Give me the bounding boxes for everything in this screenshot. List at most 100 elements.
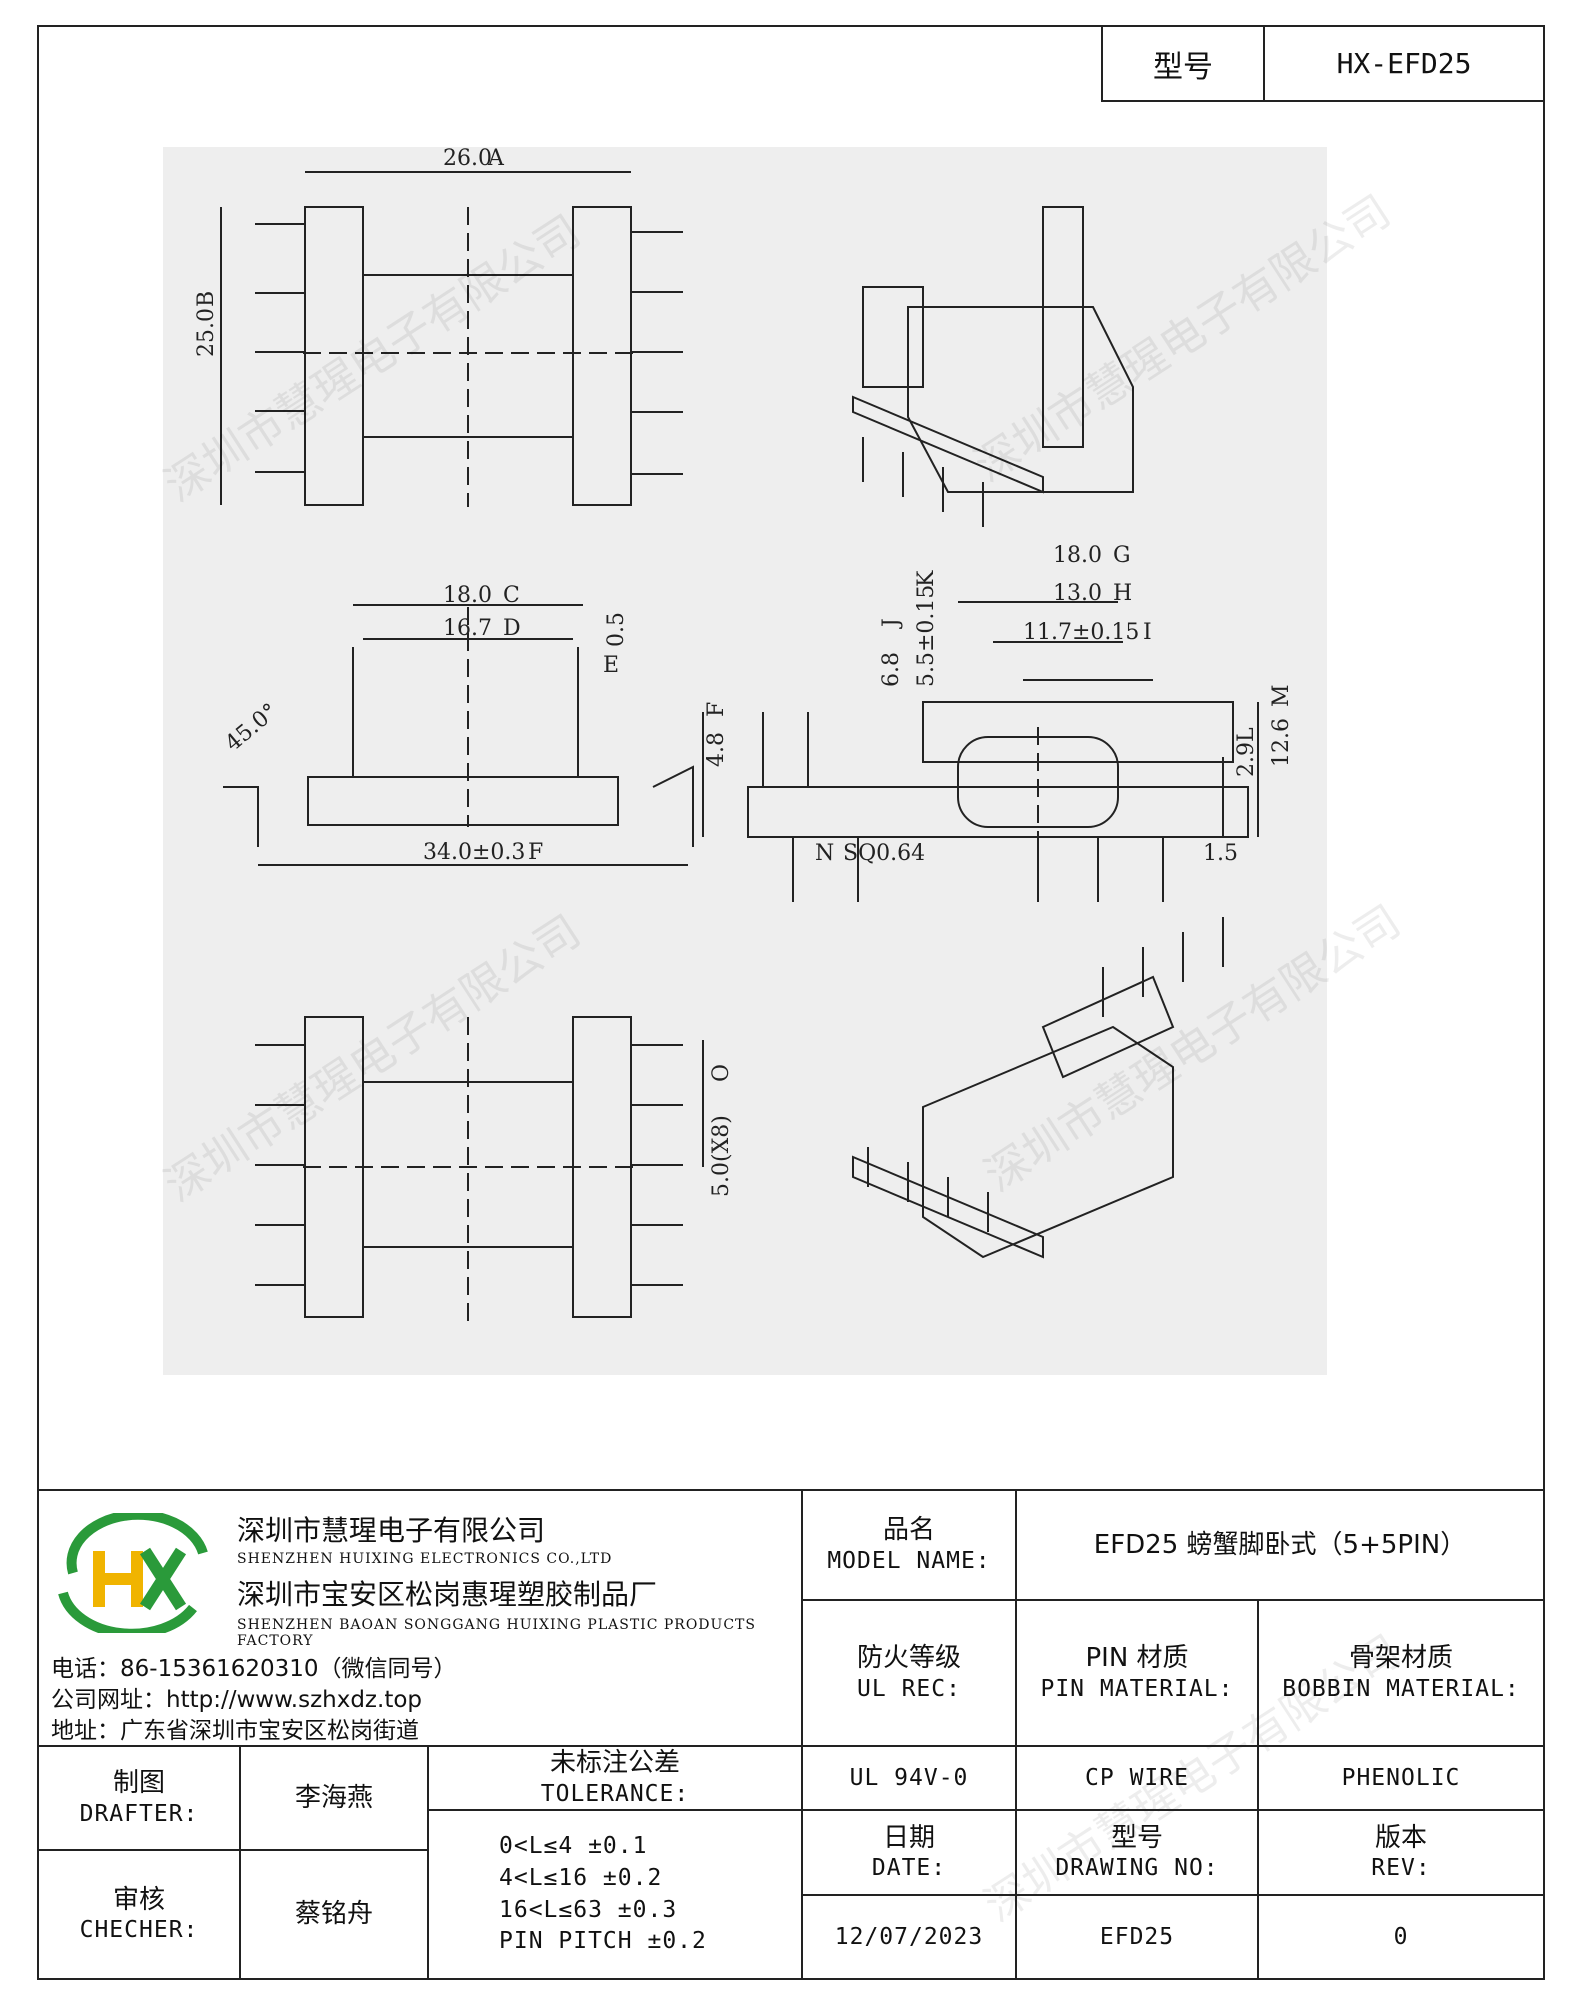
model-name-label-cn: 品名 xyxy=(882,1515,935,1546)
company-logo xyxy=(58,1513,208,1633)
marker-p: F xyxy=(528,840,543,865)
checker-name-text: 蔡铭舟 xyxy=(294,1899,373,1930)
pin-material-label: PIN 材质 PIN MATERIAL: xyxy=(1015,1599,1259,1747)
top-view xyxy=(220,171,683,507)
bobbin-material-label-en: BOBBIN MATERIAL: xyxy=(1282,1675,1520,1702)
marker-j: J xyxy=(879,618,904,629)
marker-e: E xyxy=(603,653,619,678)
side-view xyxy=(223,604,704,866)
pin-material-value: CP WIRE xyxy=(1015,1745,1259,1811)
drafter-name: 李海燕 xyxy=(239,1745,429,1851)
address-text: 地址：广东省深圳市宝安区松岗街道 xyxy=(51,1718,419,1744)
dim-d: 16.7 xyxy=(443,616,492,641)
model-label: 型号 xyxy=(1103,27,1265,100)
marker-f: F xyxy=(704,702,729,717)
tolerance-label-en: TOLERANCE: xyxy=(540,1780,690,1807)
rev-value: 0 xyxy=(1257,1894,1545,1980)
isometric-view-top xyxy=(852,206,1134,527)
dim-j: 6.8 xyxy=(879,652,904,687)
marker-l: L xyxy=(1234,727,1259,742)
dim-p: 34.0±0.3 xyxy=(423,840,525,865)
bobbin-material-label: 骨架材质 BOBBIN MATERIAL: xyxy=(1257,1599,1545,1747)
marker-g: G xyxy=(1113,543,1131,568)
dim-f: 4.8 xyxy=(704,732,729,767)
dim-h: 13.0 xyxy=(1053,581,1102,606)
pin-material-value-text: CP WIRE xyxy=(1085,1764,1189,1791)
rev-label: 版本 REV: xyxy=(1257,1809,1545,1896)
company-info: 深圳市慧瑆电子有限公司 SHENZHEN HUIXING ELECTRONICS… xyxy=(37,1489,803,1747)
drafter-label: 制图 DRAFTER: xyxy=(37,1745,241,1851)
marker-d: D xyxy=(503,616,521,641)
technical-drawing: 26.0 A 25.0 B 18.0 C 16.7 D 0.5 E 4.8 F … xyxy=(163,147,1327,1375)
date-label: 日期 DATE: xyxy=(801,1809,1017,1896)
marker-b: B xyxy=(194,291,219,307)
dim-pin-width: 1.5 xyxy=(1203,841,1238,866)
ul-value: UL 94V-0 xyxy=(801,1745,1017,1811)
factory-name: 深圳市宝安区松岗惠瑆塑胶制品厂 xyxy=(237,1578,658,1611)
checker-label: 审核 CHECHER: xyxy=(37,1849,241,1980)
drawing-no-value: EFD25 xyxy=(1015,1894,1259,1980)
rev-label-en: REV: xyxy=(1371,1855,1431,1882)
tolerance-label: 未标注公差 TOLERANCE: xyxy=(427,1745,803,1811)
pin-material-label-cn: PIN 材质 xyxy=(1085,1643,1189,1674)
ul-value-text: UL 94V-0 xyxy=(849,1764,969,1791)
website-text: 公司网址：http://www.szhxdz.top xyxy=(51,1687,423,1713)
checker-label-en: CHECHER: xyxy=(79,1917,199,1944)
tolerance-line: PIN PITCH ±0.2 xyxy=(499,1928,707,1955)
drafter-label-cn: 制图 xyxy=(112,1768,165,1799)
checker-label-cn: 审核 xyxy=(112,1884,165,1915)
dim-sq: SQ0.64 xyxy=(843,841,925,866)
model-name-value: EFD25 螃蟹脚卧式（5+5PIN） xyxy=(1015,1489,1545,1601)
marker-c: C xyxy=(503,583,520,608)
company-name: 深圳市慧瑆电子有限公司 xyxy=(237,1514,546,1547)
title-block: 深圳市慧瑆电子有限公司 SHENZHEN HUIXING ELECTRONICS… xyxy=(37,1489,1545,1980)
pin-material-label-en: PIN MATERIAL: xyxy=(1040,1675,1234,1702)
model-name-label-en: MODEL NAME: xyxy=(827,1547,991,1574)
dim-a: 26.0 xyxy=(443,147,492,171)
bottom-view xyxy=(255,1016,704,1322)
drawing-svg: 26.0 A 25.0 B 18.0 C 16.7 D 0.5 E 4.8 F … xyxy=(194,147,1294,1322)
ul-label-cn: 防火等级 xyxy=(856,1643,961,1674)
dim-l: 2.9 xyxy=(1234,742,1259,777)
dim-g: 18.0 xyxy=(1053,543,1102,568)
bobbin-material-value-text: PHENOLIC xyxy=(1341,1764,1461,1791)
ul-label-en: UL REC: xyxy=(857,1675,961,1702)
tolerance-label-cn: 未标注公差 xyxy=(549,1748,680,1779)
marker-n: N xyxy=(815,841,834,866)
rev-label-cn: 版本 xyxy=(1374,1822,1427,1853)
tolerance-line: 4<L≤16 ±0.2 xyxy=(499,1864,663,1891)
dim-m: 12.6 xyxy=(1269,718,1294,767)
marker-a: A xyxy=(487,147,505,171)
front-view xyxy=(747,601,1259,902)
model-value: HX-EFD25 xyxy=(1336,47,1472,80)
tolerance-line: 16<L≤63 ±0.3 xyxy=(499,1896,678,1923)
date-value-text: 12/07/2023 xyxy=(834,1923,984,1950)
bobbin-material-value: PHENOLIC xyxy=(1257,1745,1545,1811)
dim-c: 18.0 xyxy=(443,583,492,608)
bobbin-material-label-cn: 骨架材质 xyxy=(1348,1643,1453,1674)
drawing-no-label: 型号 DRAWING NO: xyxy=(1015,1809,1259,1896)
dim-k: 5.5±0.15 xyxy=(914,585,939,687)
tolerance-values: 0<L≤4 ±0.1 4<L≤16 ±0.2 16<L≤63 ±0.3 PIN … xyxy=(427,1809,803,1980)
rev-value-text: 0 xyxy=(1393,1923,1409,1950)
drafter-label-en: DRAFTER: xyxy=(79,1800,199,1827)
date-label-en: DATE: xyxy=(871,1855,947,1882)
marker-m: M xyxy=(1269,684,1294,707)
model-name-value-text: EFD25 螃蟹脚卧式（5+5PIN） xyxy=(1093,1529,1467,1560)
tolerance-line: 0<L≤4 ±0.1 xyxy=(499,1833,648,1860)
dim-angle: 45.0° xyxy=(221,699,283,757)
ul-label: 防火等级 UL REC: xyxy=(801,1599,1017,1747)
checker-name: 蔡铭舟 xyxy=(239,1849,429,1980)
dim-e: 0.5 xyxy=(604,612,629,647)
isometric-view-bottom xyxy=(852,917,1224,1259)
model-name-label: 品名 MODEL NAME: xyxy=(801,1489,1017,1601)
model-box: 型号 HX-EFD25 xyxy=(1101,25,1545,102)
date-value: 12/07/2023 xyxy=(801,1894,1017,1980)
drawing-no-value-text: EFD25 xyxy=(1099,1923,1175,1950)
dim-b: 25.0 xyxy=(194,308,219,357)
marker-h: H xyxy=(1113,581,1132,606)
company-name-en: SHENZHEN HUIXING ELECTRONICS CO.,LTD xyxy=(237,1551,613,1567)
dim-i: 11.7±0.15 xyxy=(1023,620,1139,645)
drawing-no-label-en: DRAWING NO: xyxy=(1055,1855,1219,1882)
date-label-cn: 日期 xyxy=(882,1822,935,1853)
